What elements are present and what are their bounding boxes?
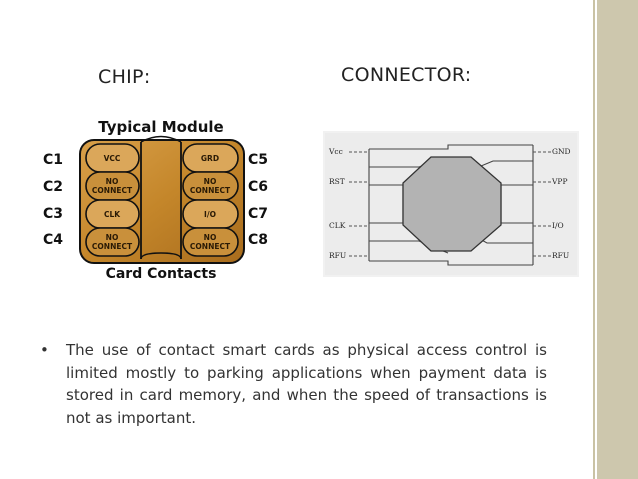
pad-c8-label-1: NO (204, 233, 217, 242)
contact-label-c3: C3 (43, 206, 63, 222)
chip-footer: Card Contacts (106, 266, 217, 282)
pad-c2-label-1: NO (106, 177, 119, 186)
bullet-marker: • (40, 341, 49, 359)
pad-c6-label-1: NO (204, 177, 217, 186)
chip-heading: CHIP: (98, 66, 151, 88)
chip-center-pad (140, 252, 182, 260)
bullet-text: The use of contact smart cards as physic… (66, 341, 547, 427)
contact-label-c2: C2 (43, 179, 63, 195)
pad-c6-label-2: CONNECT (190, 186, 231, 195)
contact-label-c5: C5 (248, 152, 268, 168)
connector-label-rfu-right: RFU (552, 251, 569, 260)
left-pads (85, 143, 140, 257)
contact-label-c4: C4 (43, 232, 63, 248)
connector-figure: Vcc RST CLK RFU GND VPP I/O RFU (323, 131, 579, 277)
right-pads (182, 143, 239, 257)
connector-leads (349, 151, 551, 257)
pad-c5-label: GRD (201, 154, 219, 163)
connector-label-gnd: GND (552, 147, 571, 156)
connector-label-vcc: Vcc (328, 147, 343, 156)
chip-title: Typical Module (98, 118, 223, 136)
pad-c8-label-2: CONNECT (190, 242, 231, 251)
contact-label-c8: C8 (248, 232, 268, 248)
chip-center-strip (140, 142, 182, 259)
pad-c7-label: I/O (204, 210, 216, 219)
connector-label-io: I/O (552, 221, 564, 230)
chip-center-top (140, 135, 182, 143)
contact-label-c6: C6 (248, 179, 268, 195)
chip-module-figure: Typical Module VCC NO CONNECT CLK NO CON… (43, 118, 268, 282)
connector-heading: CONNECTOR: (341, 64, 472, 86)
contact-label-c7: C7 (248, 206, 268, 222)
connector-label-vpp: VPP (551, 177, 568, 186)
pad-c1-label: VCC (104, 154, 121, 163)
decorative-side-bar (597, 0, 638, 479)
connector-label-rst: RST (329, 177, 345, 186)
pad-c2-label-2: CONNECT (92, 186, 133, 195)
pad-c3-label: CLK (104, 210, 121, 219)
pad-c8 (182, 227, 239, 257)
pad-c4-label-2: CONNECT (92, 242, 133, 251)
connector-label-rfu-left: RFU (329, 251, 346, 260)
pad-c4 (85, 227, 140, 257)
connector-label-clk: CLK (329, 221, 346, 230)
pad-c4-label-1: NO (106, 233, 119, 242)
decorative-divider-line (593, 0, 595, 479)
connector-center-octagon (402, 156, 502, 252)
contact-label-c1: C1 (43, 152, 63, 168)
